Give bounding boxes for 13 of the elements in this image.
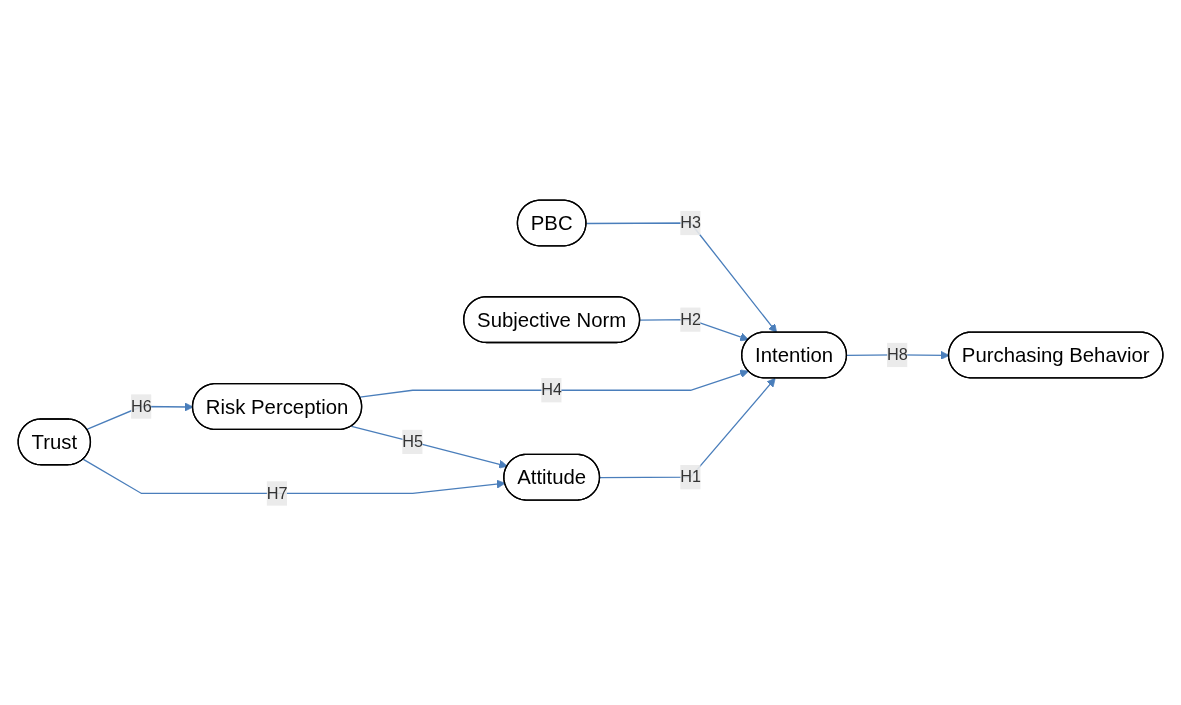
edge-label: H5 bbox=[402, 432, 424, 450]
arrow bbox=[350, 425, 508, 469]
edge-label: H4 bbox=[541, 380, 563, 398]
arrow bbox=[585, 221, 778, 333]
edge-label: H7 bbox=[266, 483, 288, 502]
arrow bbox=[599, 377, 776, 478]
edge-label: H6 bbox=[131, 396, 152, 415]
arrow bbox=[359, 369, 749, 398]
edge-label: H2 bbox=[680, 310, 702, 328]
edge-label: H3 bbox=[680, 213, 702, 231]
edge-label: H8 bbox=[887, 345, 908, 363]
edge-label: H1 bbox=[680, 467, 702, 485]
arrow bbox=[82, 458, 506, 494]
